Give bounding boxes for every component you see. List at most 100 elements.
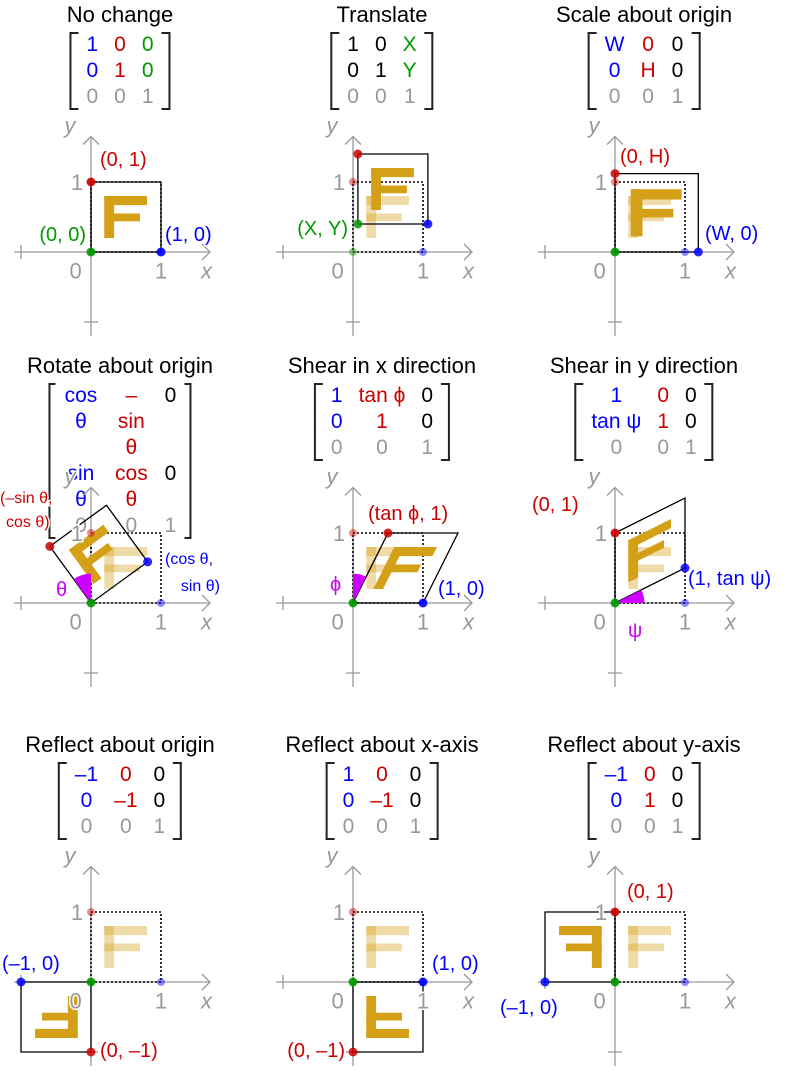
matrix-cell: 0 <box>164 384 177 407</box>
y-arrow-icon <box>606 865 624 875</box>
axis-label-zero: 0 <box>69 989 81 1014</box>
matrix-bracket-left <box>57 762 67 840</box>
transformed-point <box>353 149 363 159</box>
axis-label-one-x: 1 <box>679 610 691 635</box>
transformed-point <box>143 557 153 567</box>
axis-label-x: x <box>724 610 737 635</box>
axis-label-y: y <box>587 113 602 138</box>
transformed-point <box>45 541 55 551</box>
original-point <box>419 248 427 256</box>
matrix-bracket-right <box>173 762 183 840</box>
axis-label-one-y: 1 <box>595 170 607 195</box>
original-point <box>157 978 165 986</box>
transformed-f-shape <box>104 196 147 206</box>
matrix-cell: 0 <box>376 763 388 786</box>
transformed-square <box>48 504 149 604</box>
transformed-f-shape <box>371 168 414 178</box>
matrix-cell: 0 <box>86 85 99 108</box>
transformed-f-shape <box>35 1028 78 1038</box>
matrix-cell: H <box>640 59 656 82</box>
matrix-cell: 0 <box>153 763 166 786</box>
matrix-cell: 0 <box>608 59 621 82</box>
transformed-point <box>610 907 620 917</box>
matrix-cell: 1 <box>153 815 166 838</box>
matrix-cell: 0 <box>86 59 99 82</box>
axis-label-y: y <box>63 843 78 868</box>
transformed-square <box>351 532 460 604</box>
transformed-square <box>90 181 162 253</box>
matrix-cell: –1 <box>604 763 628 786</box>
axis-label-zero: 0 <box>331 610 343 635</box>
point-label: ϕ <box>330 574 341 596</box>
transformed-point <box>348 1047 358 1057</box>
y-arrow-icon <box>82 135 100 145</box>
matrix-cell: 1 <box>403 85 416 108</box>
original-point <box>349 178 357 186</box>
matrix-cell: tan ϕ <box>358 384 406 407</box>
matrix-bracket-right <box>429 762 439 840</box>
transformed-f-shape <box>104 213 140 222</box>
matrix-cell: 0 <box>642 33 654 56</box>
transformed-f-shape <box>628 519 671 550</box>
transformed-point <box>418 598 428 608</box>
axis-label-one-x: 1 <box>155 259 167 284</box>
original-point <box>349 908 357 916</box>
x-arrow-icon <box>201 243 211 261</box>
panel-title: Scale about origin <box>555 2 733 27</box>
transformed-point <box>610 528 620 538</box>
matrix-cell: –sin θ <box>117 384 145 459</box>
axis-label-x: x <box>200 259 213 284</box>
angle-wedge <box>615 589 645 603</box>
matrix-cell: 0 <box>342 815 355 838</box>
point-label: (1, tan ψ) <box>688 568 771 590</box>
original-point <box>349 529 357 537</box>
original-f-shape <box>104 564 140 573</box>
matrix-cell: 0 <box>643 763 656 786</box>
matrix-cell: –1 <box>74 763 99 786</box>
transformed-square <box>20 981 92 1053</box>
matrix-cell: 0 <box>409 789 422 812</box>
transformed-f-shape <box>79 543 113 571</box>
matrix-cell: 0 <box>608 85 621 108</box>
transformed-point <box>680 563 690 573</box>
x-arrow-icon <box>201 594 211 612</box>
transformed-point <box>693 247 703 257</box>
axis-label-one-x: 1 <box>417 989 429 1014</box>
transformed-point <box>86 977 96 987</box>
transformed-f-shape <box>381 564 422 573</box>
point-label: θ <box>56 579 67 601</box>
transformed-f-shape <box>566 943 602 952</box>
matrix-cell: 1 <box>374 59 387 82</box>
transformed-square <box>614 172 699 253</box>
original-f-shape <box>366 926 377 968</box>
original-point <box>87 529 95 537</box>
axis-label-x: x <box>724 989 737 1014</box>
panel-title: Shear in x direction <box>287 353 477 378</box>
axis-label-one-y: 1 <box>71 521 83 546</box>
matrix-cell: 0 <box>657 384 669 407</box>
original-f-shape <box>104 926 147 936</box>
matrix-cell: 0 <box>671 59 684 82</box>
matrix-bracket-left <box>48 383 56 539</box>
matrix-cell: 1 <box>657 410 669 433</box>
panel-title: Rotate about origin <box>27 353 213 378</box>
transformed-point <box>156 247 166 257</box>
axis-label-y: y <box>325 113 340 138</box>
panel-title: No change <box>66 2 174 27</box>
matrix-cell: 0 <box>643 815 656 838</box>
axis-label-x: x <box>200 989 213 1014</box>
axis-label-one-y: 1 <box>333 170 345 195</box>
y-arrow-icon <box>82 865 100 875</box>
